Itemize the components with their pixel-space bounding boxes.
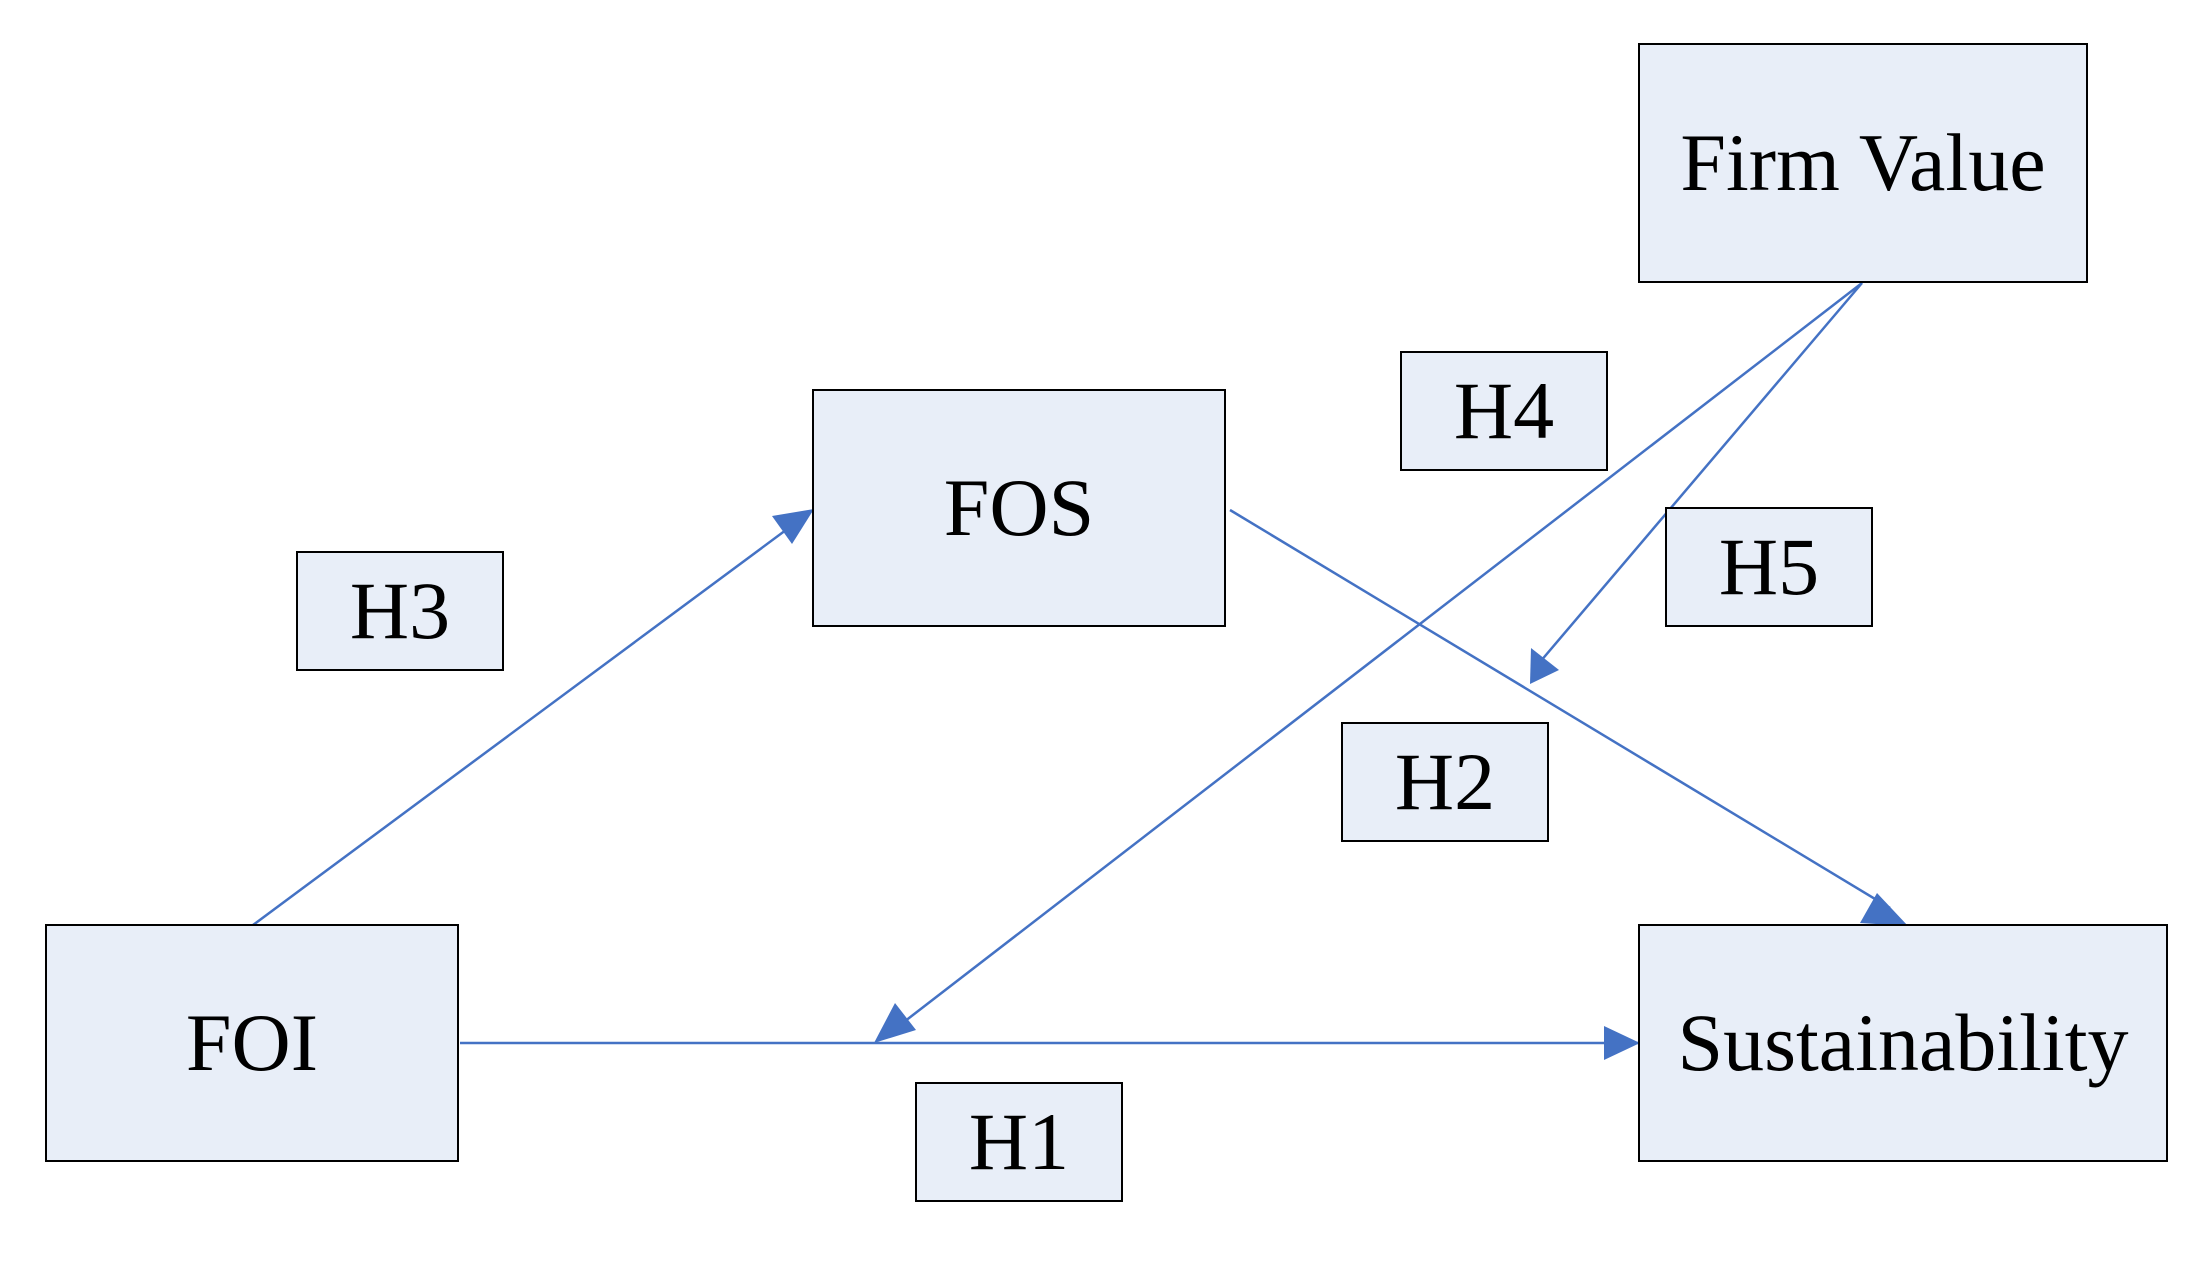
arrowhead-h1 bbox=[1604, 1026, 1640, 1060]
hypothesis-label-h5: H5 bbox=[1665, 507, 1873, 627]
arrowhead-h5 bbox=[1530, 648, 1559, 684]
node-firm-value: Firm Value bbox=[1638, 43, 2088, 283]
arrow-h3 bbox=[252, 525, 791, 927]
arrow-h5 bbox=[1539, 282, 1863, 663]
arrowhead-h3 bbox=[772, 509, 814, 544]
arrow-h2 bbox=[1229, 508, 1891, 910]
node-sustainability: Sustainability bbox=[1638, 924, 2168, 1162]
hypothesis-label-h4: H4 bbox=[1400, 351, 1608, 471]
arrowhead-h4 bbox=[874, 1003, 916, 1043]
node-fos: FOS bbox=[812, 389, 1226, 627]
node-foi: FOI bbox=[45, 924, 459, 1162]
hypothesis-label-h1: H1 bbox=[915, 1082, 1123, 1202]
arrowhead-h2 bbox=[1860, 893, 1908, 926]
hypothesis-label-h3: H3 bbox=[296, 551, 504, 671]
hypothesis-label-h2: H2 bbox=[1341, 722, 1549, 842]
arrow-h4 bbox=[899, 282, 1863, 1026]
